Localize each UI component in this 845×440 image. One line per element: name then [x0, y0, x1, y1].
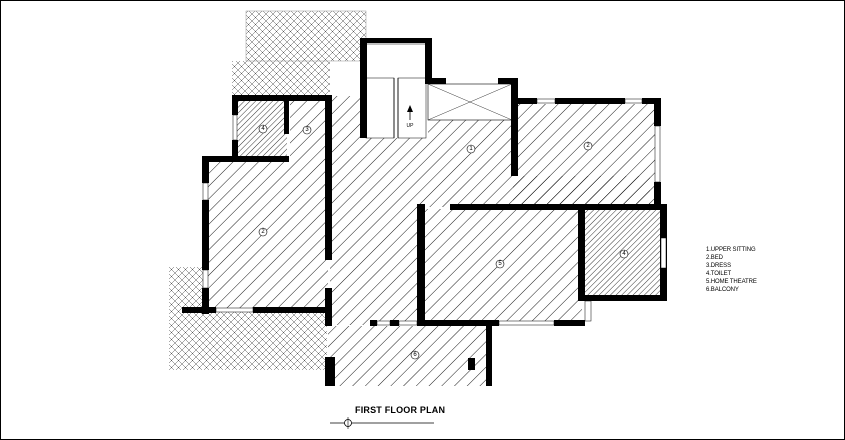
legend-item: 3.DRESS [706, 263, 731, 269]
title-underline [330, 417, 434, 429]
svg-text:3: 3 [305, 127, 309, 133]
svg-text:4: 4 [622, 251, 626, 257]
double-height-void [427, 83, 513, 121]
plan-title: FIRST FLOOR PLAN [355, 405, 446, 415]
room-number-bed-right: 2 [583, 141, 593, 151]
room-number-toilet-left: 4 [258, 124, 268, 134]
legend-item: 6.BALCONY [706, 287, 739, 293]
svg-text:1: 1 [469, 146, 473, 152]
room-labels: 1 2 3 4 2 5 4 6 [258, 124, 629, 360]
landscape-left [169, 267, 327, 370]
room-number-dress: 3 [302, 125, 312, 135]
legend-item: 1.UPPER SITTING [706, 247, 756, 253]
legend-item: 4.TOILET [706, 271, 732, 277]
room-number-bed-left: 2 [258, 227, 268, 237]
legend-item: 5.HOME THEATRE [706, 279, 757, 285]
room-legend: 1.UPPER SITTING 2.BED 3.DRESS 4.TOILET 5… [706, 246, 757, 294]
svg-text:2: 2 [586, 143, 590, 149]
room-number-home-theatre: 5 [495, 259, 505, 269]
svg-text:6: 6 [413, 352, 417, 358]
svg-text:4: 4 [261, 126, 265, 132]
windows [202, 98, 667, 326]
room-number-balcony: 6 [410, 350, 420, 360]
walls [182, 38, 667, 386]
room-number-upper-sitting: 1 [466, 144, 476, 154]
svg-text:2: 2 [261, 229, 265, 235]
svg-text:5: 5 [498, 261, 502, 267]
room-number-toilet-right: 4 [619, 249, 629, 259]
staircase [365, 43, 427, 139]
landscape-top [232, 10, 367, 96]
legend-item: 2.BED [706, 255, 723, 261]
stair-up-label: UP [407, 123, 415, 129]
